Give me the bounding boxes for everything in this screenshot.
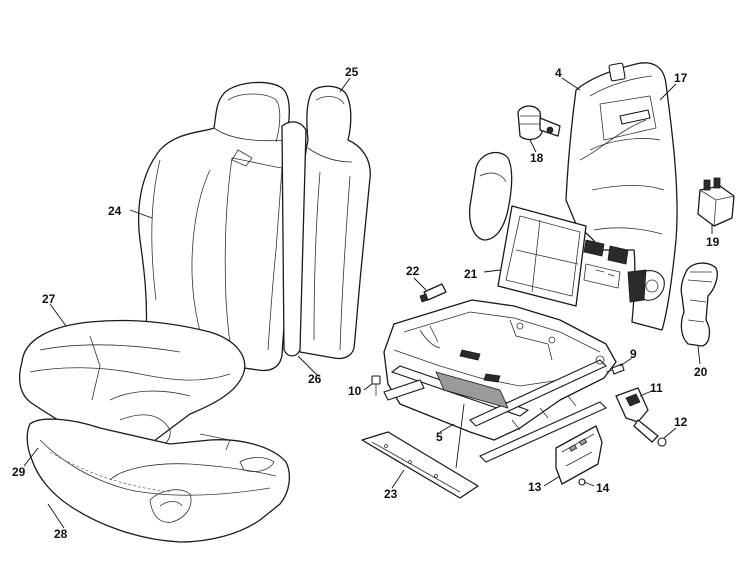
label-29: 29 <box>12 465 26 479</box>
seat-belt-buckle <box>615 387 659 443</box>
backrest-pad <box>281 85 371 360</box>
label-5: 5 <box>436 430 443 444</box>
label-10: 10 <box>348 384 362 398</box>
fastener-bolt-9 <box>605 363 625 375</box>
label-9: 9 <box>630 347 637 361</box>
label-26: 26 <box>308 372 322 386</box>
label-27: 27 <box>42 292 56 306</box>
seat-control-module <box>697 177 735 227</box>
wiring-connector <box>419 283 447 303</box>
label-25: 25 <box>345 65 359 79</box>
label-22: 22 <box>406 264 420 278</box>
fastener-nut-12 <box>657 437 667 447</box>
label-19: 19 <box>706 235 720 249</box>
label-17: 17 <box>674 71 688 85</box>
label-4: 4 <box>555 66 562 80</box>
seat-track-frame <box>383 299 617 463</box>
label-20: 20 <box>694 365 708 379</box>
callout-labels: 24 25 26 27 28 29 4 17 18 19 20 21 22 9 … <box>12 65 720 541</box>
label-14: 14 <box>596 481 610 495</box>
seat-back-frame <box>565 62 678 331</box>
seat-switch-pack <box>555 425 603 485</box>
seat-cushion-cover <box>18 319 246 455</box>
label-12: 12 <box>674 415 688 429</box>
label-24: 24 <box>108 204 122 218</box>
label-11: 11 <box>650 381 663 395</box>
lumbar-support-panel <box>497 205 629 307</box>
label-18: 18 <box>530 151 544 165</box>
side-airbag-module <box>468 151 513 241</box>
label-21: 21 <box>464 267 478 281</box>
recliner-motor <box>627 262 718 347</box>
cushion-support-plate <box>361 431 479 499</box>
seat-cushion-base <box>26 418 291 543</box>
fastener-bolt-10 <box>371 375 381 396</box>
seat-back-cover <box>137 81 303 372</box>
label-13: 13 <box>528 480 542 494</box>
leader-lines <box>23 77 713 529</box>
label-23: 23 <box>384 487 398 501</box>
head-restraint-actuator <box>517 105 561 141</box>
label-28: 28 <box>54 527 68 541</box>
